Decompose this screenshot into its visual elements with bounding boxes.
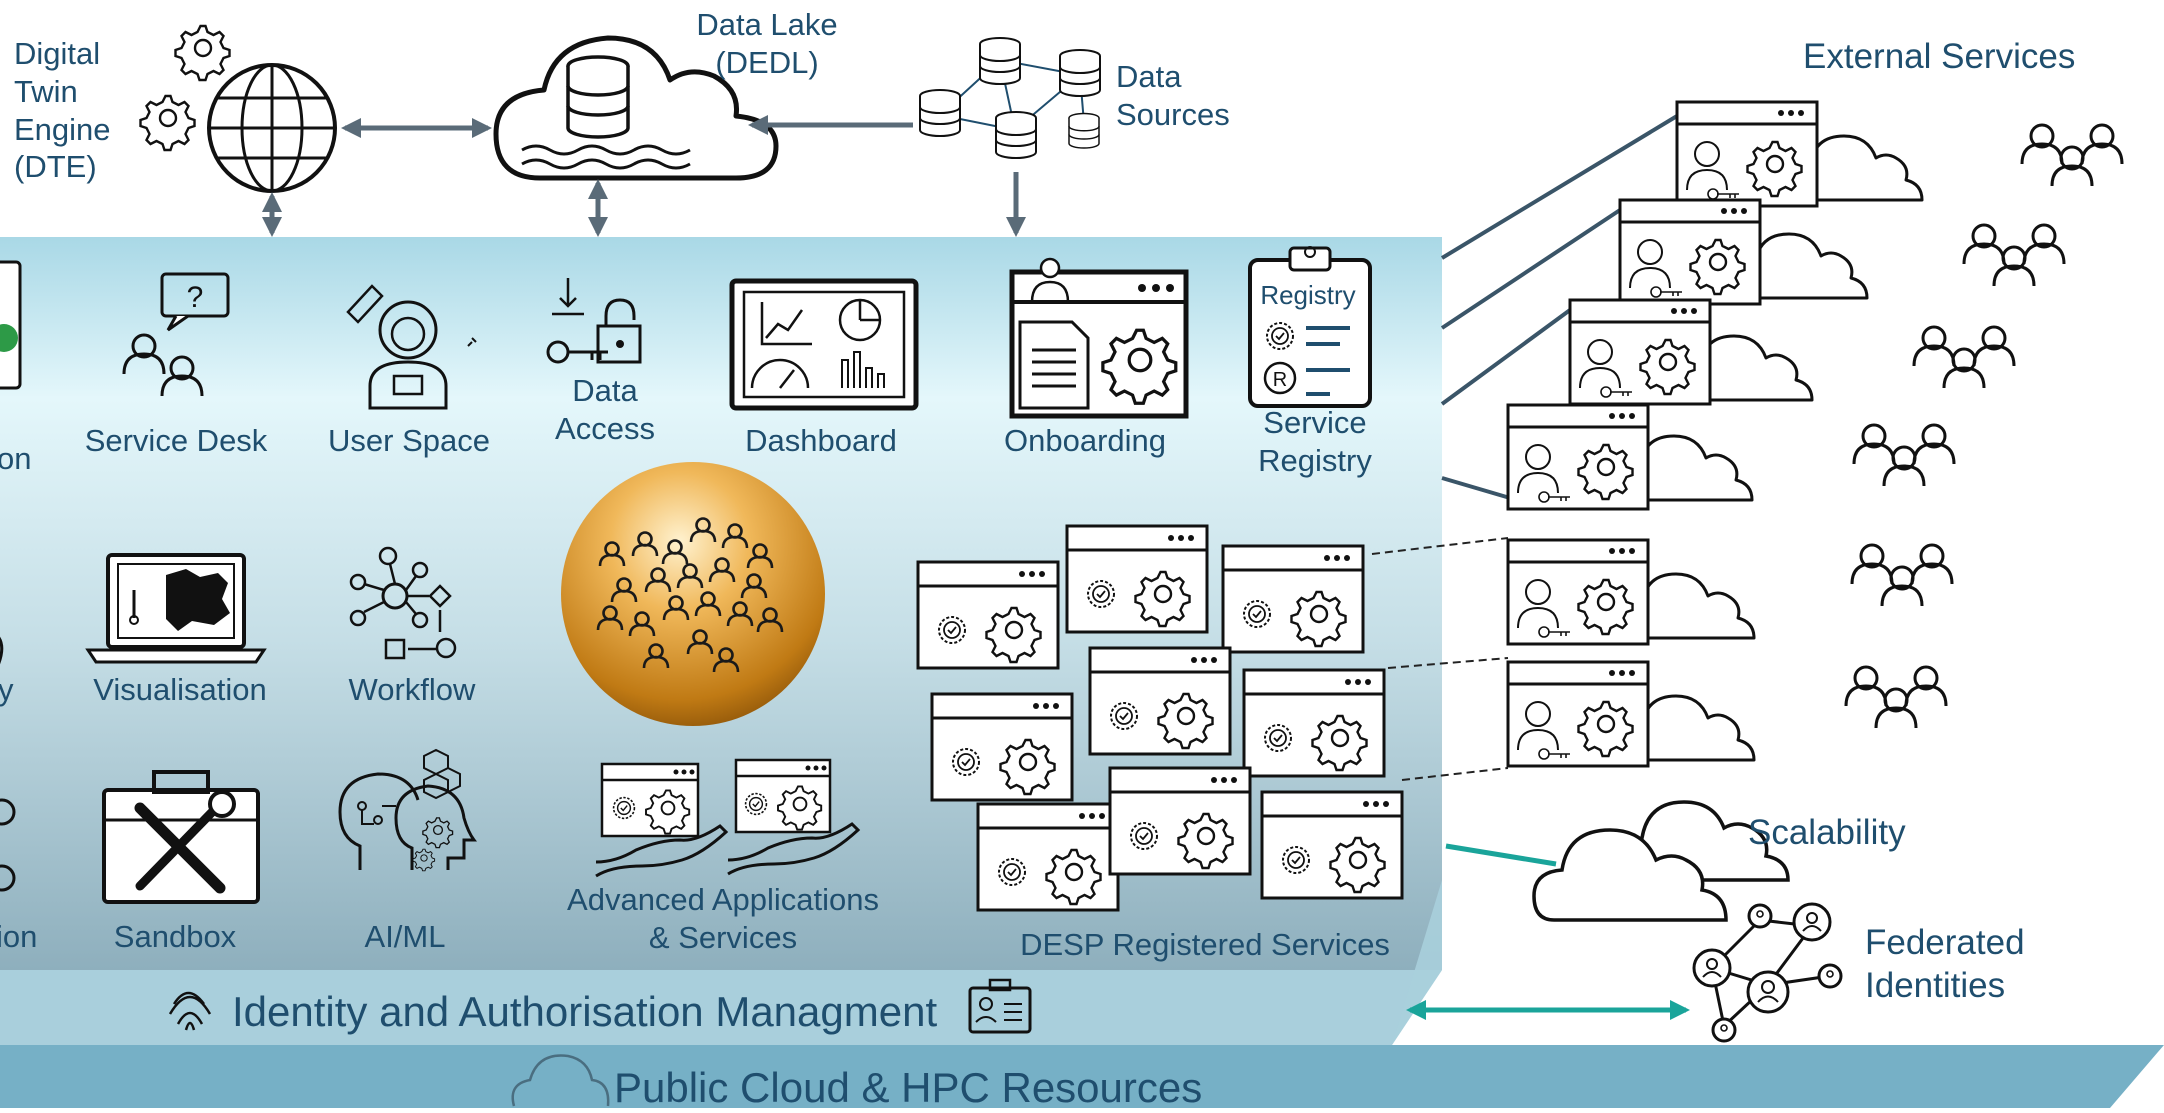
globe-icon [207, 63, 337, 193]
helpdesk-users-icon: ? [122, 272, 230, 398]
visualisation-label: Visualisation [93, 672, 267, 707]
row2-cutoff-label: y [0, 672, 14, 707]
row1-cutoff-label: on [0, 441, 32, 476]
ai-head-icon [338, 748, 477, 872]
sandbox-label: Sandbox [113, 919, 237, 954]
scalability-cloud-icon [1532, 800, 1790, 922]
astronaut-icon [346, 284, 477, 410]
dte-label: Digital Twin Engine (DTE) [14, 36, 111, 185]
laptop-map-icon [85, 553, 267, 664]
service-desk-label: Service Desk [84, 423, 268, 458]
dedl-label: Data Lake (DEDL) [696, 7, 838, 80]
advanced-apps-label: Advanced Applications & Services [567, 882, 879, 955]
user-space-label: User Space [328, 423, 490, 458]
cloud-bar-label: Public Cloud & HPC Resources [614, 1064, 1203, 1111]
service-registry-label: Service Registry [1258, 405, 1372, 478]
svg-text:R: R [1273, 369, 1287, 391]
registered-services-cluster [918, 526, 1402, 910]
svg-text:?: ? [187, 281, 204, 314]
data-sources-label: Data Sources [1116, 59, 1230, 132]
workflow-label: Workflow [348, 672, 476, 707]
fingerprint-icon [168, 991, 212, 1031]
cutoff-badge-icon [0, 798, 16, 892]
cutoff-card-icon [0, 260, 22, 390]
dashboard-label: Dashboard [745, 423, 897, 458]
registered-services-label: DESP Registered Services [1020, 927, 1390, 962]
external-services-stack [1508, 102, 1924, 766]
data-sources-icon [919, 37, 1101, 159]
identity-bar [0, 970, 1442, 1045]
onboarding-label: Onboarding [1003, 423, 1167, 458]
registry-inner-label: Registry [1260, 280, 1355, 310]
ai-ml-label: AI/ML [364, 919, 446, 954]
community-circle-icon [561, 462, 825, 726]
federated-identities-label: Federated Identities [1865, 923, 2025, 1005]
id-card-icon [968, 978, 1032, 1034]
identity-bar-label: Identity and Authorisation Managment [232, 988, 938, 1035]
external-services-label: External Services [1803, 37, 2076, 76]
hands-apps-icon [595, 758, 861, 878]
toolbox-icon [102, 770, 260, 904]
key-lock-icon [546, 278, 642, 364]
data-lake-cloud-icon [493, 35, 779, 181]
scalability-connector [1445, 843, 1557, 867]
row3-cutoff-label: ion [0, 919, 38, 954]
onboarding-icon [1009, 257, 1189, 419]
cloud-outline-icon [511, 1054, 610, 1107]
dashboard-icon [729, 278, 919, 411]
clipboard-icon: Registry R [1248, 246, 1372, 408]
workflow-graph-icon [349, 546, 457, 660]
user-groups [1846, 125, 2122, 728]
external-connectors [1371, 114, 1679, 781]
scalability-label: Scalability [1748, 813, 1906, 852]
data-access-label: Data Access [555, 373, 655, 446]
federated-network-icon [1692, 902, 1843, 1043]
